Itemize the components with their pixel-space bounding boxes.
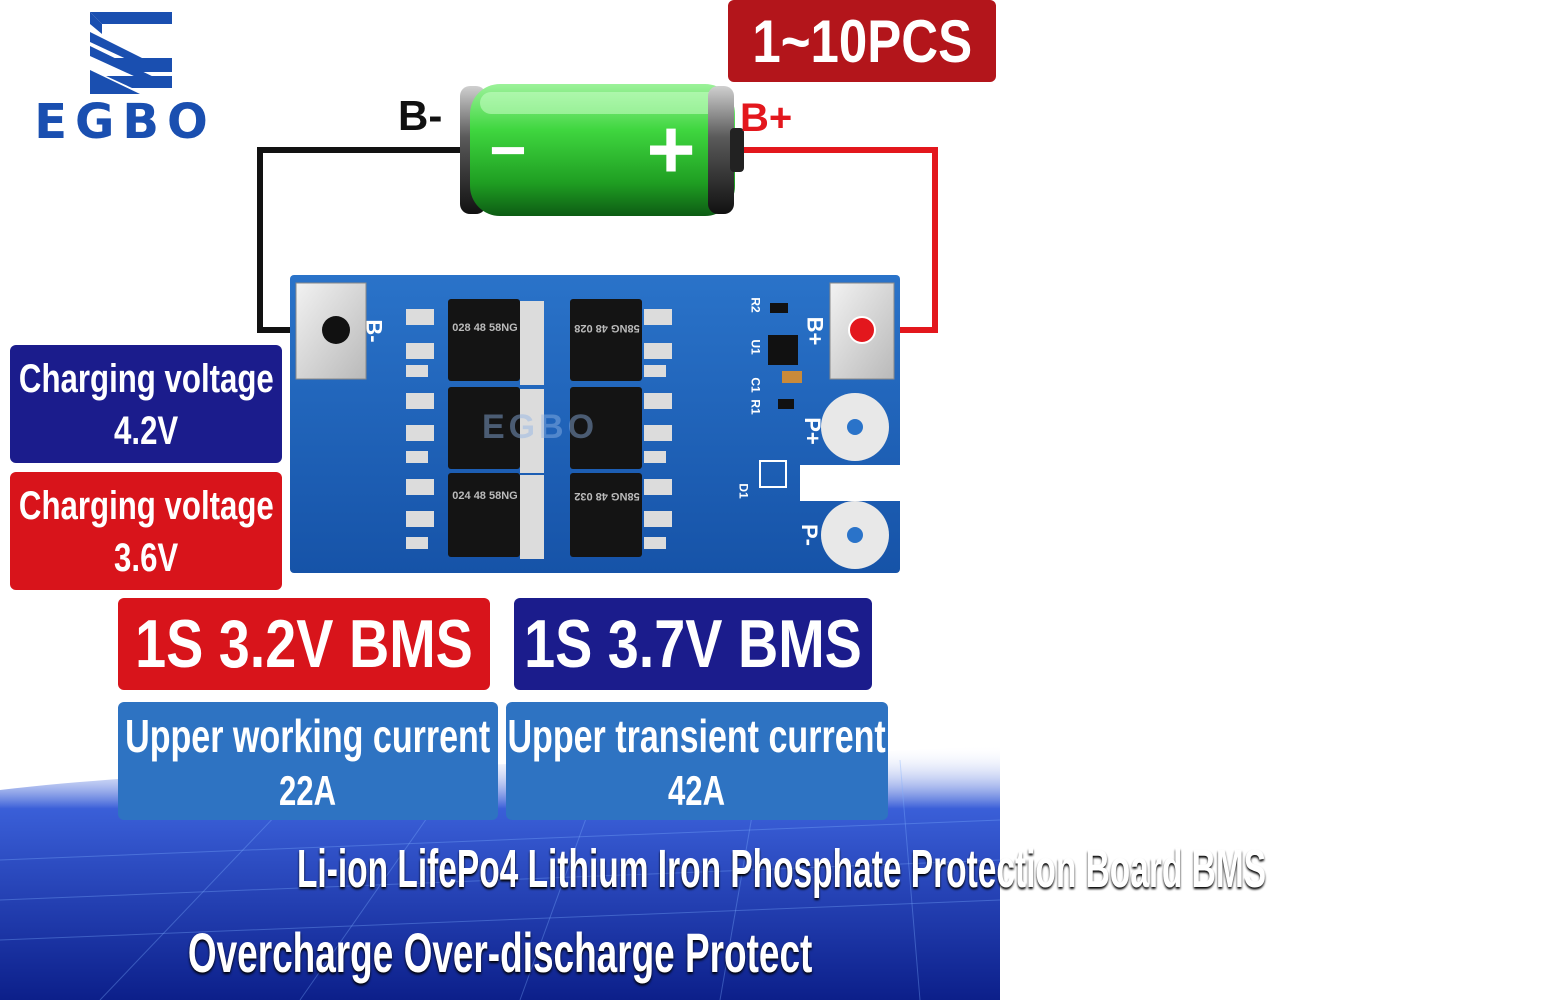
board-p-minus-label: P-	[797, 524, 822, 546]
charge-voltage-value-36: 3.6V	[113, 536, 179, 580]
working-current-value: 22A	[279, 767, 337, 814]
bms-32-badge: 1S 3.2V BMS	[118, 598, 490, 690]
board-p-plus-label: P+	[799, 417, 825, 445]
bms-board	[290, 275, 900, 573]
bms-37-badge: 1S 3.7V BMS	[514, 598, 872, 690]
product-image: EGBO 1~10PCS − + B- B+	[0, 0, 1266, 1000]
component-label-u1: U1	[748, 339, 763, 355]
footer-line-1-wrap: Li-ion LifePo4 Lithium Iron Phosphate Pr…	[0, 838, 1266, 900]
transient-current-box: Upper transient current 42A	[506, 702, 888, 820]
board-pad-right-label: B+	[802, 316, 828, 346]
charge-voltage-title-36: Charging voltage	[18, 484, 274, 528]
board-pad-left-label: B-	[361, 319, 387, 343]
component-label-c1: C1	[748, 377, 763, 393]
battery-plus-sign: +	[646, 102, 696, 196]
quantity-badge: 1~10PCS	[728, 0, 996, 82]
transient-current-value: 42A	[668, 767, 726, 814]
egbo-logo: EGBO	[10, 10, 240, 150]
charge-voltage-value-42: 4.2V	[113, 409, 179, 453]
footer-line-1: Li-ion LifePo4 Lithium Iron Phosphate Pr…	[296, 839, 1267, 899]
component-label-r2: R2	[748, 297, 763, 313]
working-current-box: Upper working current 22A	[118, 702, 498, 820]
battery-positive-label: B+	[740, 96, 793, 140]
chip-marking-4: 58NG 48 032	[574, 490, 640, 502]
quantity-text: 1~10PCS	[752, 7, 972, 75]
bms-32-text: 1S 3.2V BMS	[135, 606, 473, 682]
charge-voltage-box-42: Charging voltage 4.2V	[10, 345, 282, 463]
footer-line-2: Overcharge Over-discharge Protect	[187, 921, 813, 984]
chip-marking-3: 024 48 58NG	[452, 490, 518, 502]
chip-marking-2: 58NG 48 028	[574, 322, 640, 334]
footer-line-2-wrap: Overcharge Over-discharge Protect	[0, 920, 1000, 985]
battery-negative-label: B-	[398, 92, 443, 139]
battery-minus-sign: −	[489, 114, 527, 186]
battery-illustration	[460, 84, 744, 216]
transient-current-title: Upper transient current	[507, 710, 887, 762]
component-label-d1: D1	[736, 483, 751, 499]
charge-voltage-title-42: Charging voltage	[18, 357, 274, 401]
working-current-title: Upper working current	[125, 710, 491, 762]
brand-name: EGBO	[34, 94, 216, 150]
chip-marking-1: 028 48 58NG	[452, 322, 518, 334]
board-watermark: EGBO	[481, 408, 599, 446]
component-label-r1: R1	[748, 399, 763, 415]
bms-37-text: 1S 3.7V BMS	[524, 606, 862, 682]
egbo-logo-icon	[90, 12, 172, 94]
charge-voltage-box-36: Charging voltage 3.6V	[10, 472, 282, 590]
